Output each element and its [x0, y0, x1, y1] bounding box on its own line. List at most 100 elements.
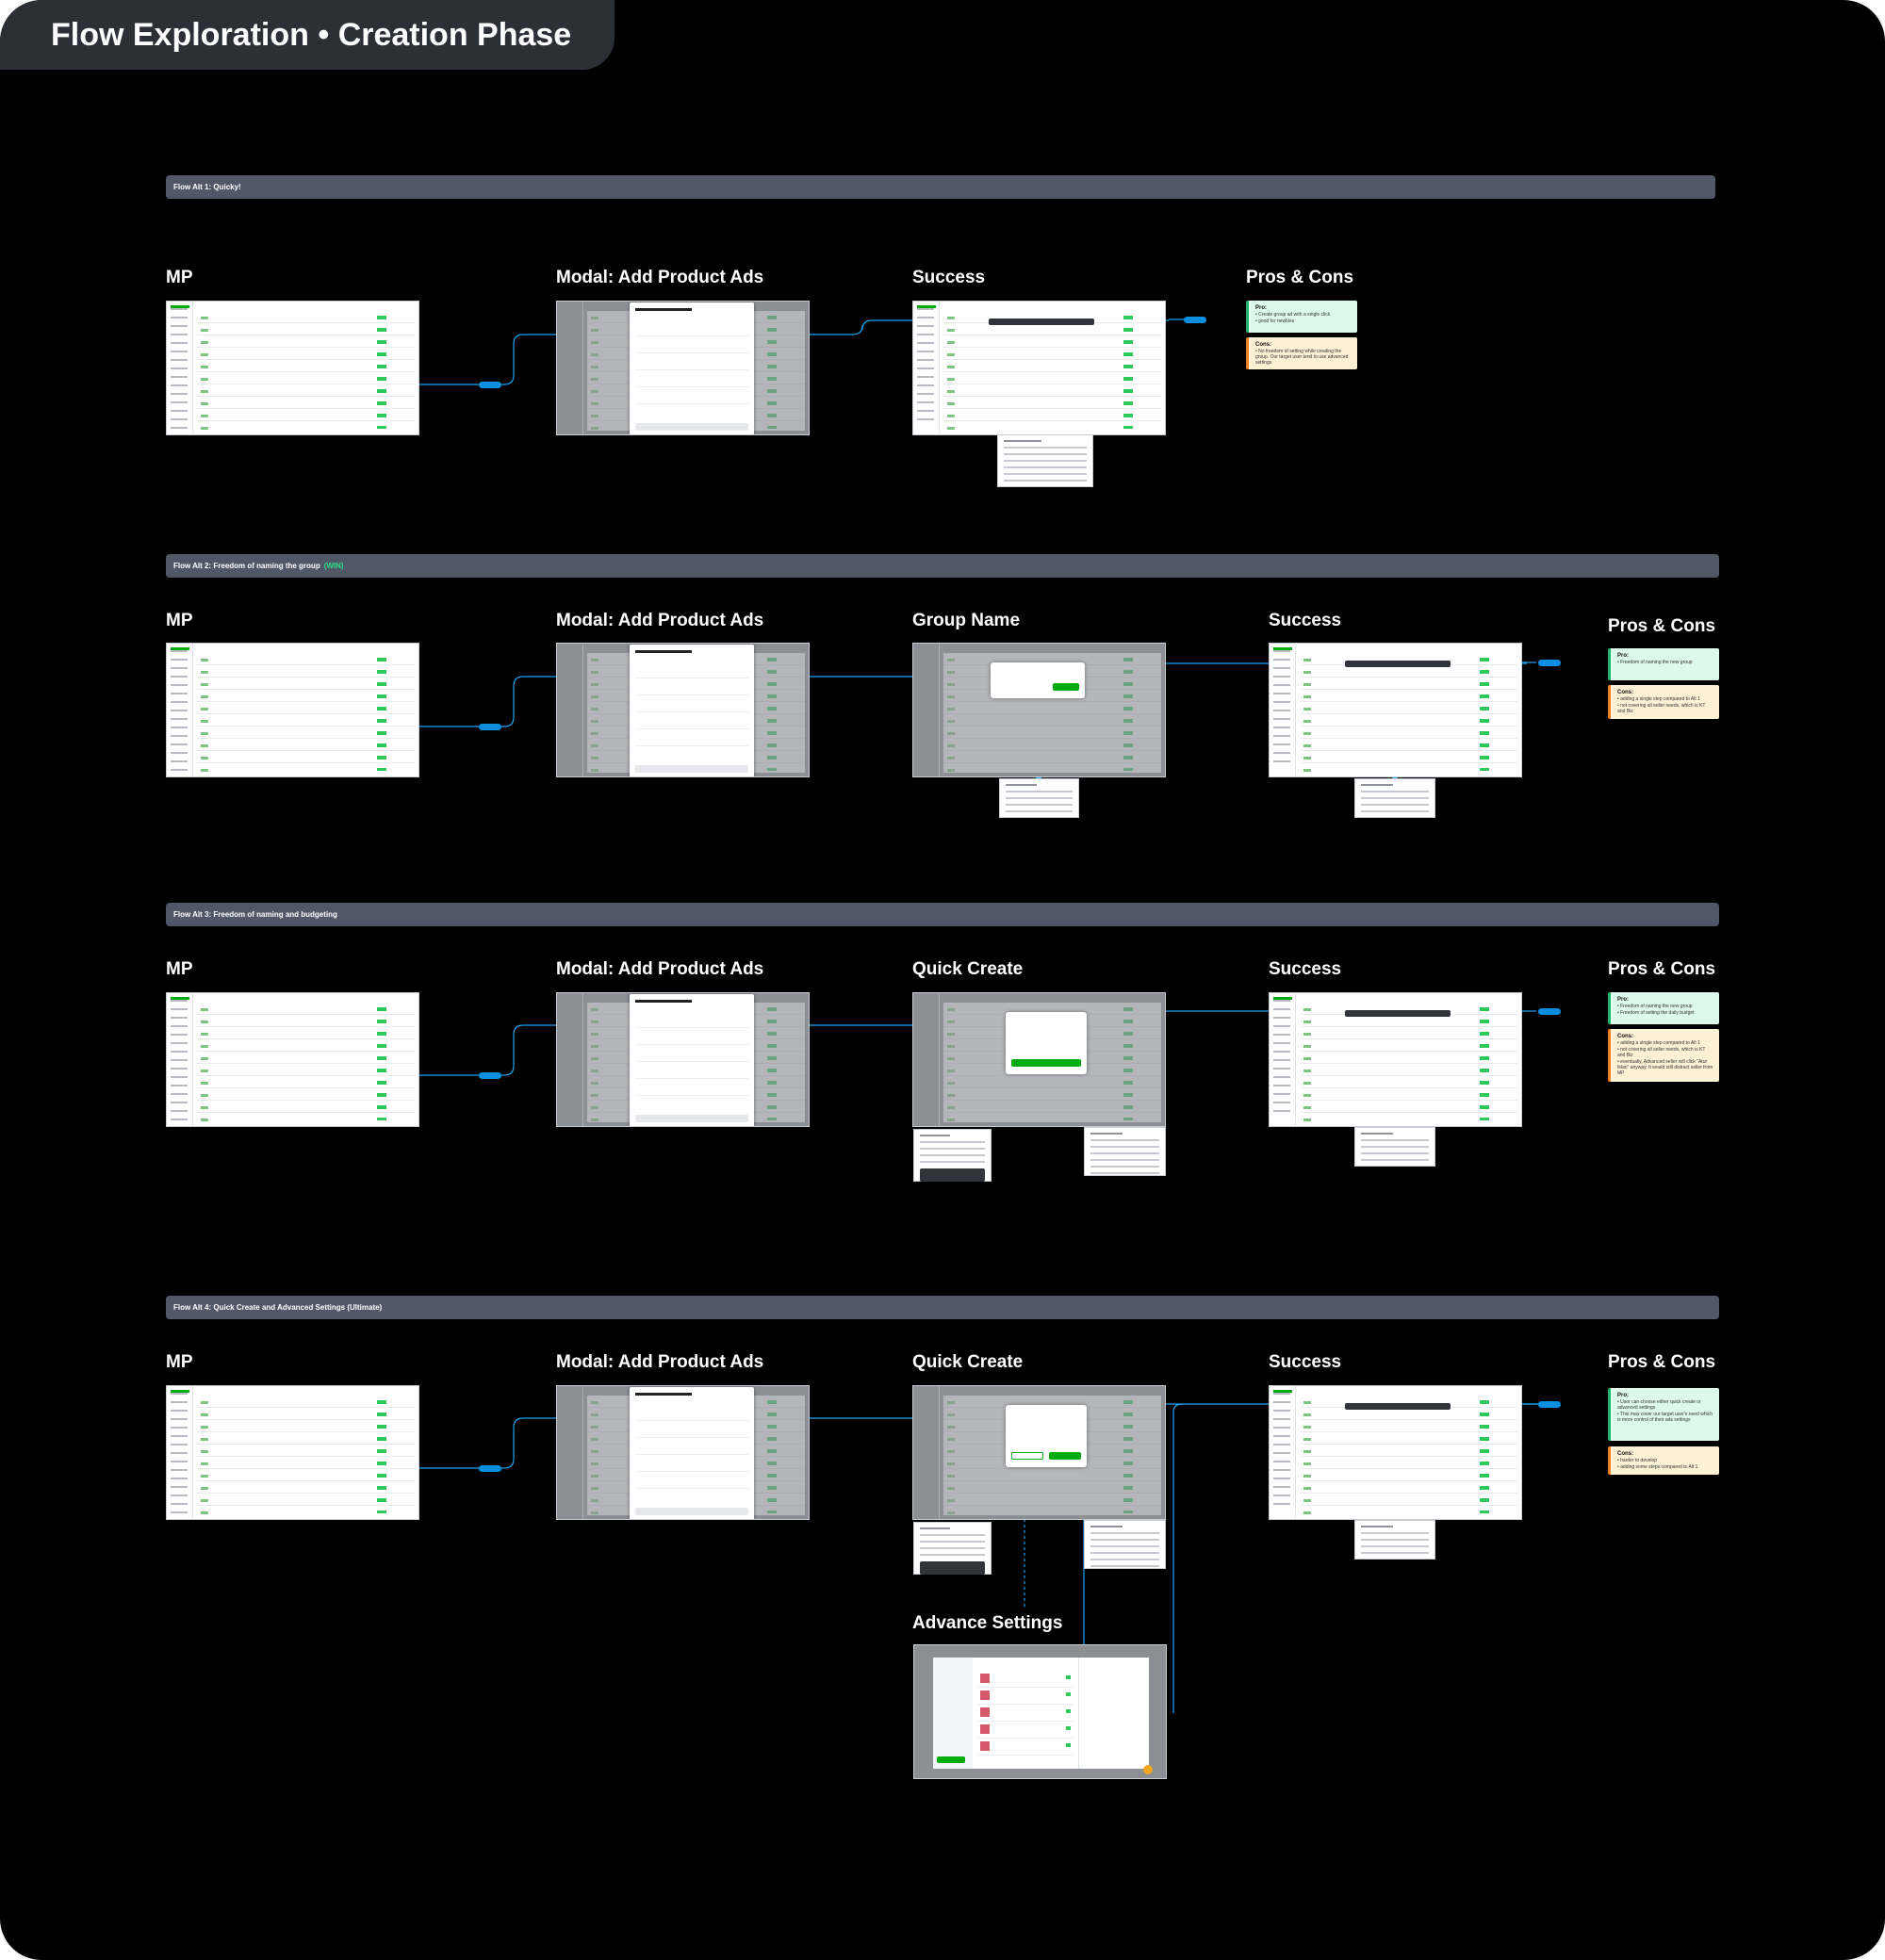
- flow-4-label-pros-cons: Pros & Cons: [1608, 1352, 1716, 1372]
- flow-3-success-note: [1354, 1127, 1435, 1167]
- flow-1-label-modal: Modal: Add Product Ads: [556, 268, 764, 287]
- help-badge[interactable]: [1143, 1765, 1153, 1774]
- pro-heading: Pro:: [1617, 653, 1629, 659]
- flow-4-label-advance-settings: Advance Settings: [912, 1613, 1063, 1633]
- flow-2-success-screen[interactable]: [1269, 643, 1522, 777]
- flow-1-label-success: Success: [912, 268, 986, 287]
- flow-2-label-mp: MP: [166, 611, 193, 630]
- page-title: Flow Exploration • Creation Phase: [51, 17, 572, 53]
- success-toast: [1345, 1010, 1451, 1017]
- add-product-ads-modal: [630, 1387, 754, 1519]
- flow-1-label-pros-cons: Pros & Cons: [1246, 268, 1354, 287]
- con-item: • adding a single step compared to Alt 1: [1617, 696, 1700, 702]
- flow-1-mp-pill: [479, 382, 501, 388]
- flow-4-con-card: Cons: • harder to develop • adding some …: [1608, 1446, 1719, 1475]
- flow-3-banner-text: Flow Alt 3: Freedom of naming and budget…: [173, 910, 337, 919]
- flow-2-success-pill: [1538, 660, 1561, 666]
- flow-2-label-success: Success: [1269, 611, 1342, 630]
- flow-1-banner-text: Flow Alt 1: Quicky!: [173, 183, 241, 191]
- flow-4-modal-screen[interactable]: [556, 1385, 810, 1520]
- pro-item: • Freedom of setting the daily budget: [1617, 1010, 1695, 1016]
- flow-3-mp-screen[interactable]: [166, 992, 419, 1127]
- flow-3-pro-card: Pro: • Freedom of naming the new group •…: [1608, 992, 1719, 1024]
- flow-4-label-mp: MP: [166, 1352, 193, 1372]
- advance-settings-panel: [933, 1658, 1149, 1769]
- flow-2-pro-card: Pro: • Freedom of naming the new group: [1608, 648, 1719, 680]
- flow-3-success-pill: [1538, 1008, 1561, 1015]
- success-toast: [1345, 661, 1451, 667]
- flow-3-label-quick-create: Quick Create: [912, 959, 1024, 979]
- flow-2-banner: Flow Alt 2: Freedom of naming the group(…: [166, 554, 1719, 578]
- flow-3-success-screen[interactable]: [1269, 992, 1522, 1127]
- flow-3-label-success: Success: [1269, 959, 1342, 979]
- flow-4-label-success: Success: [1269, 1352, 1342, 1372]
- flow-1-con-card: Cons: • No freedom of setting while crea…: [1246, 337, 1357, 369]
- flow-4-success-screen[interactable]: [1269, 1385, 1522, 1520]
- product-table: [197, 311, 415, 431]
- flow-2-label-modal: Modal: Add Product Ads: [556, 611, 764, 630]
- flow-3-label-mp: MP: [166, 959, 193, 979]
- con-item: • adding some steps compared to Alt 1: [1617, 1464, 1698, 1470]
- con-item: • eventually, Advanced seller will click…: [1617, 1059, 1713, 1076]
- con-item: • not covering all seller needs, which i…: [1617, 1047, 1706, 1058]
- flow-1-success-note: [997, 434, 1093, 487]
- flow-2-group-name-screen[interactable]: [912, 643, 1166, 777]
- settings-steps: [933, 1658, 973, 1769]
- pro-heading: Pro:: [1255, 305, 1267, 311]
- create-button[interactable]: [1011, 1059, 1081, 1067]
- flow-2-label-group-name: Group Name: [912, 611, 1021, 630]
- flow-3-label-modal: Modal: Add Product Ads: [556, 959, 764, 979]
- create-button[interactable]: [1053, 683, 1079, 691]
- pro-item: • good for newbies: [1255, 318, 1295, 324]
- flow-1-pro-card: Pro: • Create group ad with a single cli…: [1246, 301, 1357, 333]
- flow-4-label-modal: Modal: Add Product Ads: [556, 1352, 764, 1372]
- flow-2-success-note: [1354, 778, 1435, 818]
- flow-3-quick-create-screen[interactable]: [912, 992, 1166, 1127]
- flow-2-mp-pill: [479, 724, 501, 730]
- sidebar: [167, 302, 193, 434]
- flow-1-modal-screen[interactable]: [556, 301, 810, 435]
- flow-3-banner: Flow Alt 3: Freedom of naming and budget…: [166, 903, 1719, 926]
- flow-4-banner-text: Flow Alt 4: Quick Create and Advanced Se…: [173, 1303, 383, 1312]
- flow-2-label-pros-cons: Pros & Cons: [1608, 616, 1716, 636]
- pro-heading: Pro:: [1617, 1393, 1629, 1398]
- flow-3-modal-screen[interactable]: [556, 992, 810, 1127]
- flow-2-con-card: Cons: • adding a single step compared to…: [1608, 685, 1719, 719]
- pro-item: • Freedom of naming the new group: [1617, 660, 1693, 665]
- create-button[interactable]: [1049, 1452, 1081, 1460]
- pro-item: • Create group ad with a single click: [1255, 312, 1331, 318]
- flow-2-modal-screen[interactable]: [556, 643, 810, 777]
- advance-settings-screen[interactable]: [913, 1644, 1167, 1779]
- quick-create-popup: [1006, 1405, 1087, 1467]
- flow-4-pro-card: Pro: • User can choose either quick crea…: [1608, 1388, 1719, 1441]
- flow-4-form-note: [913, 1522, 992, 1575]
- flow-2-mp-screen[interactable]: [166, 643, 419, 777]
- flow-1-mp-screen[interactable]: [166, 301, 419, 435]
- selected-products: [1078, 1658, 1149, 1769]
- logo: [171, 305, 189, 308]
- add-product-ads-modal: [630, 302, 754, 434]
- flow-3-label-pros-cons: Pros & Cons: [1608, 959, 1716, 979]
- success-toast: [1345, 1403, 1451, 1410]
- win-tag: (WIN): [323, 562, 344, 570]
- flow-4-quick-create-screen[interactable]: [912, 1385, 1166, 1520]
- con-item: • not covering all seller needs, which i…: [1617, 703, 1706, 714]
- success-toast: [989, 318, 1094, 325]
- add-product-ads-modal: [630, 994, 754, 1126]
- advanced-settings-button[interactable]: [1011, 1452, 1043, 1460]
- group-name-popup: [991, 662, 1085, 698]
- flow-1-success-screen[interactable]: [912, 301, 1166, 435]
- flow-3-form-note: [913, 1129, 992, 1182]
- flow-1-success-pill: [1184, 317, 1206, 323]
- flow-2-group-note: [999, 778, 1079, 818]
- con-heading: Cons:: [1255, 342, 1271, 348]
- flow-4-mp-screen[interactable]: [166, 1385, 419, 1520]
- con-heading: Cons:: [1617, 1451, 1633, 1457]
- flow-4-success-note: [1354, 1520, 1435, 1560]
- save-button[interactable]: [937, 1756, 965, 1763]
- title-tab: Flow Exploration • Creation Phase: [0, 0, 615, 70]
- con-heading: Cons:: [1617, 690, 1633, 695]
- flow-4-banner: Flow Alt 4: Quick Create and Advanced Se…: [166, 1296, 1719, 1319]
- flow-2-banner-text: Flow Alt 2: Freedom of naming the group: [173, 562, 320, 570]
